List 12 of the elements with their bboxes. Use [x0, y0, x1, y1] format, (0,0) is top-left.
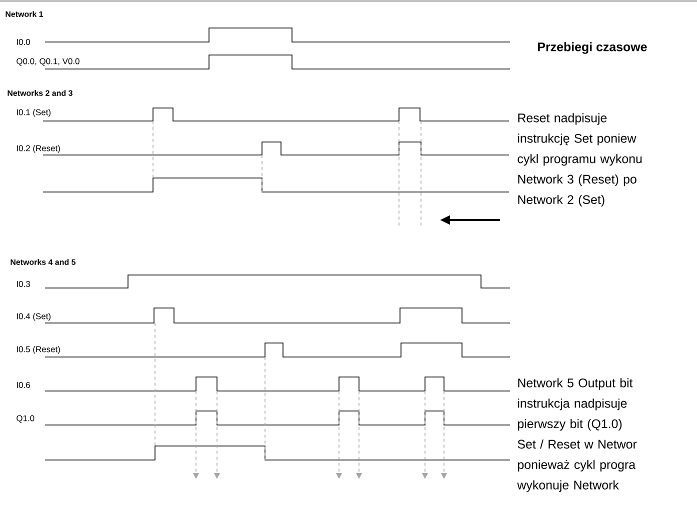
signal-label: I0.1 (Set) [17, 109, 50, 117]
note-text: Reset nadpisuje instrukcję Set poniew cykl programu wykonu Network 3 (Reset) po Network 2 (Set) [518, 113, 642, 206]
diagram-title: Przebiegi czasowe [538, 42, 647, 54]
signal-label: Q1.0 [16, 415, 34, 423]
note-text: Network 5 Output bit instrukcja nadpisuje pierwszy bit (Q1.0) Set / Reset w Networ ponieważ cykl progra wykonuje Network [517, 378, 637, 492]
signal-label: I0.3 [17, 281, 30, 287]
signal-label: I0.4 (Set) [17, 313, 50, 321]
signal-label: I0.0 [17, 39, 30, 45]
signal-label: I0.2 (Reset) [17, 145, 60, 153]
signal-label: Q0.0, Q0.1, V0.0 [16, 58, 80, 66]
signal-label: I0.6 [17, 382, 30, 388]
signal-label: I0.5 (Reset) [17, 346, 60, 354]
